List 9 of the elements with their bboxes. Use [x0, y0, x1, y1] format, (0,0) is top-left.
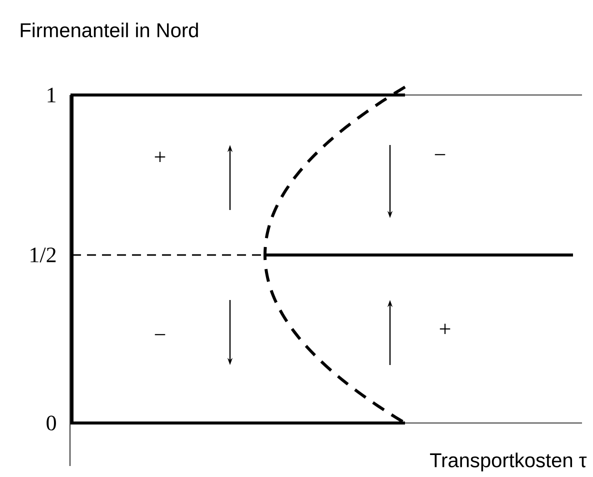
- axis-label: Transportkosten τ: [430, 452, 587, 472]
- sign-label: −: [434, 154, 446, 156]
- tick-label: 0: [46, 416, 56, 430]
- sign-label: +: [154, 152, 166, 162]
- sign-label: +: [440, 324, 450, 334]
- axis-label: Firmenanteil in Nord: [20, 22, 198, 38]
- sign-label: −: [154, 334, 166, 336]
- tick-label: 1: [48, 88, 56, 102]
- tick-label: 1/2: [30, 248, 56, 262]
